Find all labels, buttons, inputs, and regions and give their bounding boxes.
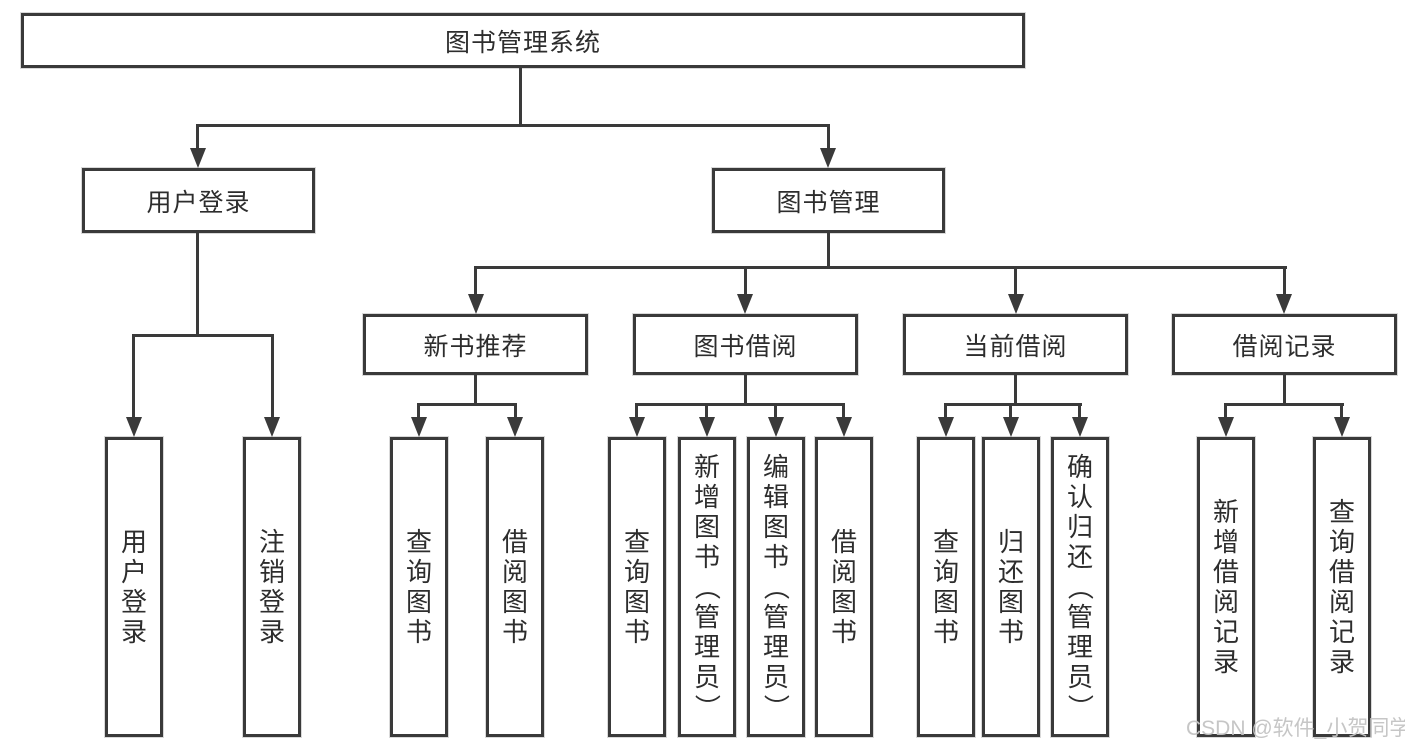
node-borrow-records: 借阅记录 — [1172, 314, 1397, 375]
arrow-down-icon — [468, 294, 484, 314]
node-current-confirm-return-admin: 确认归还（管理员） — [1051, 437, 1109, 737]
arrow-down-icon — [1008, 294, 1024, 314]
connector-line — [474, 266, 477, 296]
arrow-down-icon — [264, 417, 280, 437]
arrow-down-icon — [737, 294, 753, 314]
node-user-login: 用户登录 — [82, 168, 315, 233]
arrow-down-icon — [1334, 417, 1350, 437]
connector-line — [1340, 403, 1343, 419]
node-borrow-add-books-admin: 新增图书（管理员） — [678, 437, 736, 737]
arrow-down-icon — [1072, 417, 1088, 437]
node-current-return-books: 归还图书 — [982, 437, 1040, 737]
node-root: 图书管理系统 — [21, 13, 1025, 68]
arrow-down-icon — [629, 417, 645, 437]
arrow-down-icon — [699, 417, 715, 437]
connector-line — [744, 266, 747, 296]
connector-line — [132, 334, 274, 337]
connector-line — [417, 403, 517, 406]
connector-line — [417, 403, 420, 419]
arrow-down-icon — [1003, 417, 1019, 437]
arrow-down-icon — [126, 417, 142, 437]
connector-line — [1283, 375, 1286, 406]
arrow-down-icon — [820, 148, 836, 168]
node-current-borrow: 当前借阅 — [903, 314, 1128, 375]
node-borrow-query-books: 查询图书 — [608, 437, 666, 737]
connector-line — [744, 375, 747, 406]
connector-line — [1014, 375, 1017, 406]
node-book-borrow: 图书借阅 — [633, 314, 858, 375]
connector-line — [827, 233, 830, 269]
connector-line — [271, 334, 274, 419]
connector-line — [705, 403, 708, 419]
connector-line — [519, 68, 522, 126]
node-book-management: 图书管理 — [712, 168, 945, 233]
connector-line — [842, 403, 845, 419]
connector-line — [1224, 403, 1227, 419]
connector-line — [1224, 403, 1344, 406]
connector-line — [474, 375, 477, 406]
connector-line — [635, 403, 638, 419]
connector-line — [774, 403, 777, 419]
connector-line — [1009, 403, 1012, 419]
connector-line — [1283, 266, 1286, 296]
node-recommend-borrow-books: 借阅图书 — [486, 437, 544, 737]
arrow-down-icon — [411, 417, 427, 437]
connector-line — [1014, 266, 1017, 296]
node-logout-leaf: 注销登录 — [243, 437, 301, 737]
connector-line — [944, 403, 1082, 406]
arrow-down-icon — [836, 417, 852, 437]
csdn-watermark: CSDN @软件_小贺同学 — [1186, 717, 1405, 740]
arrow-down-icon — [938, 417, 954, 437]
node-borrow-borrow-books: 借阅图书 — [815, 437, 873, 737]
node-recommend-query-books: 查询图书 — [390, 437, 448, 737]
node-user-login-leaf: 用户登录 — [105, 437, 163, 737]
node-records-add-record: 新增借阅记录 — [1197, 437, 1255, 737]
arrow-down-icon — [1218, 417, 1234, 437]
connector-line — [827, 124, 830, 150]
connector-line — [635, 403, 845, 406]
arrow-down-icon — [507, 417, 523, 437]
node-new-book-recommend: 新书推荐 — [363, 314, 588, 375]
connector-line — [514, 403, 517, 419]
node-records-query-record: 查询借阅记录 — [1313, 437, 1371, 737]
arrow-down-icon — [1276, 294, 1292, 314]
arrow-down-icon — [768, 417, 784, 437]
arrow-down-icon — [190, 148, 206, 168]
node-borrow-edit-books-admin: 编辑图书（管理员） — [747, 437, 805, 737]
connector-line — [196, 124, 830, 127]
connector-line — [474, 266, 1287, 269]
connector-line — [1078, 403, 1081, 419]
node-current-query-books: 查询图书 — [917, 437, 975, 737]
connector-line — [196, 233, 199, 336]
connector-line — [196, 124, 199, 150]
connector-line — [944, 403, 947, 419]
connector-line — [132, 334, 135, 419]
